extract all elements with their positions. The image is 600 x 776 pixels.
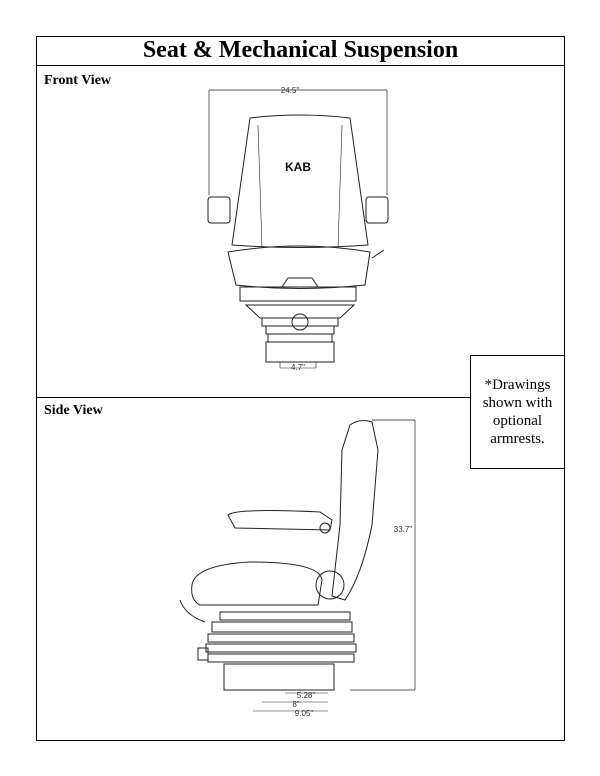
section-divider	[36, 397, 471, 398]
side-dimension-3: 9.05"	[295, 709, 314, 718]
armrest-note: *Drawings shown with optional armrests.	[470, 355, 565, 469]
front-view-label: Front View	[44, 73, 112, 88]
kab-logo: KAB	[285, 160, 311, 174]
side-view-label: Side View	[44, 403, 103, 418]
side-height-dimension: 33.7"	[394, 525, 413, 534]
front-view-drawing: 24.5" KAB 4.7"	[207, 86, 389, 372]
front-base-dimension: 4.7"	[291, 363, 305, 372]
page-title: Seat & Mechanical Suspension	[36, 36, 565, 66]
side-dimension-1: 5.28"	[297, 691, 316, 700]
side-view-drawing: 33.7" 5.28" 8" 9.05"	[179, 419, 416, 718]
front-width-dimension: 24.5"	[281, 86, 300, 95]
side-dimension-2: 8"	[292, 700, 299, 709]
